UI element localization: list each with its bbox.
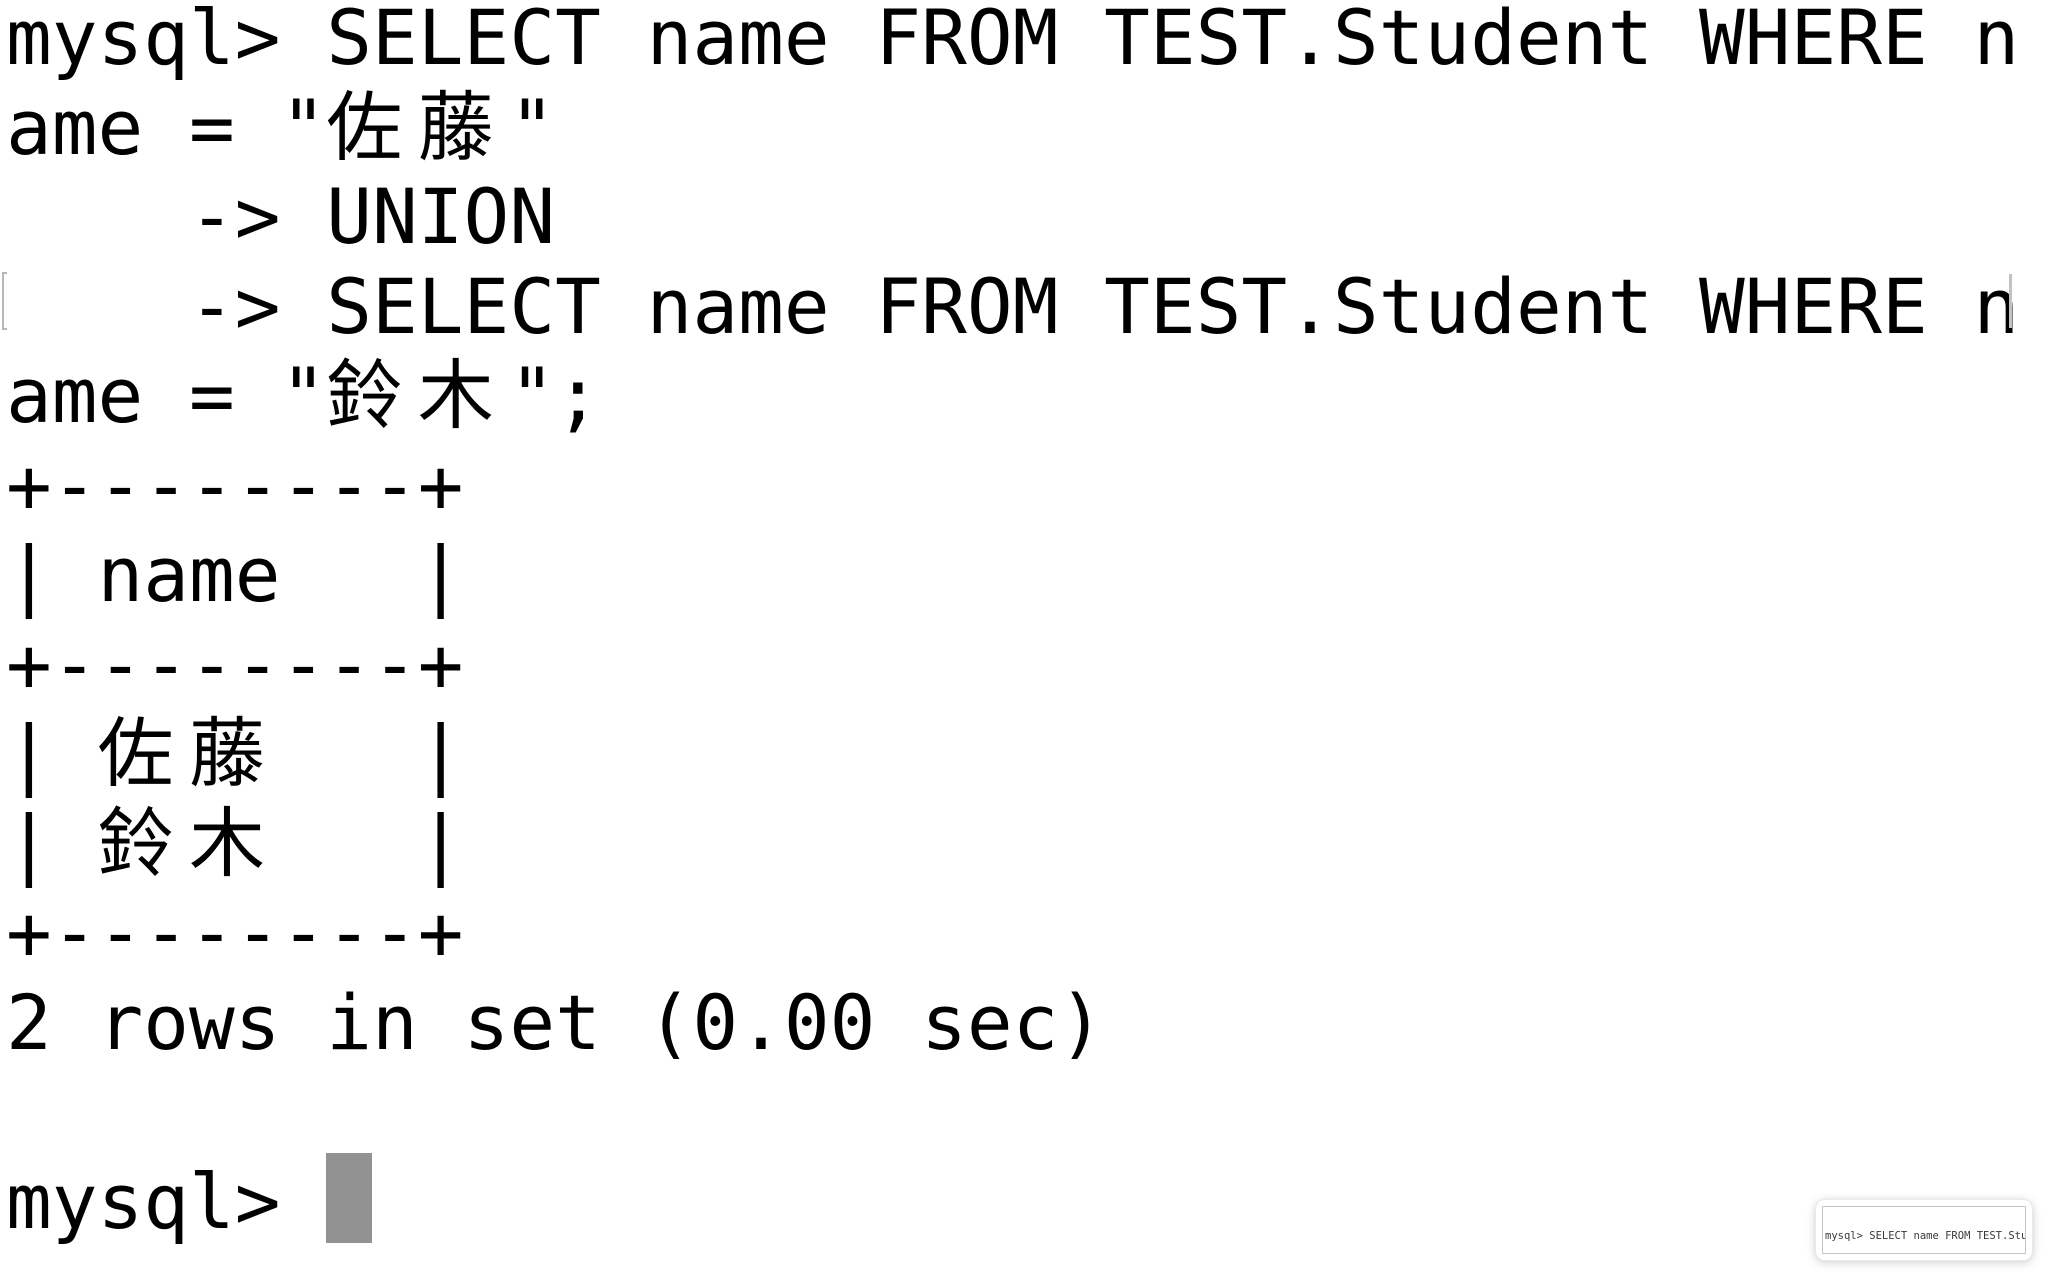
terminal-line: | name | — [6, 530, 464, 619]
terminal-line: -> UNION — [6, 172, 556, 261]
text-ibeam-pointer-mark — [2, 272, 7, 330]
terminal-line: mysql> — [6, 1156, 327, 1246]
terminal-line: ame = "佐藤" — [6, 82, 556, 172]
terminal-line: mysql> SELECT name FROM TEST.Student WHE… — [6, 0, 2020, 82]
terminal-output: mysql> SELECT name FROM TEST.Student WHE… — [6, 0, 2019, 1246]
terminal-line: +--------+ — [6, 888, 464, 977]
terminal-line: | 佐藤 | — [6, 709, 464, 798]
terminal-line: 2 rows in set (0.00 sec) — [6, 977, 1105, 1067]
terminal-line: +--------+ — [6, 440, 464, 530]
terminal-line: | 鈴木 | — [6, 798, 464, 888]
terminal-line: -> SELECT name FROM TEST.Student WHERE n — [6, 261, 2020, 351]
pip-thumbnail-text: mysql> SELECT name FROM TEST.Stu — [1825, 1230, 2026, 1242]
pip-thumbnail-frame: mysql> SELECT name FROM TEST.Stu — [1822, 1206, 2026, 1254]
pip-thumbnail[interactable]: mysql> SELECT name FROM TEST.Stu — [1815, 1199, 2033, 1261]
terminal-block-cursor — [326, 1153, 372, 1243]
terminal-line: ame = "鈴木"; — [6, 351, 601, 440]
wrapped-line-caret-mark — [2009, 274, 2012, 328]
terminal-line — [6, 1067, 2019, 1157]
terminal-line: +--------+ — [6, 619, 464, 709]
